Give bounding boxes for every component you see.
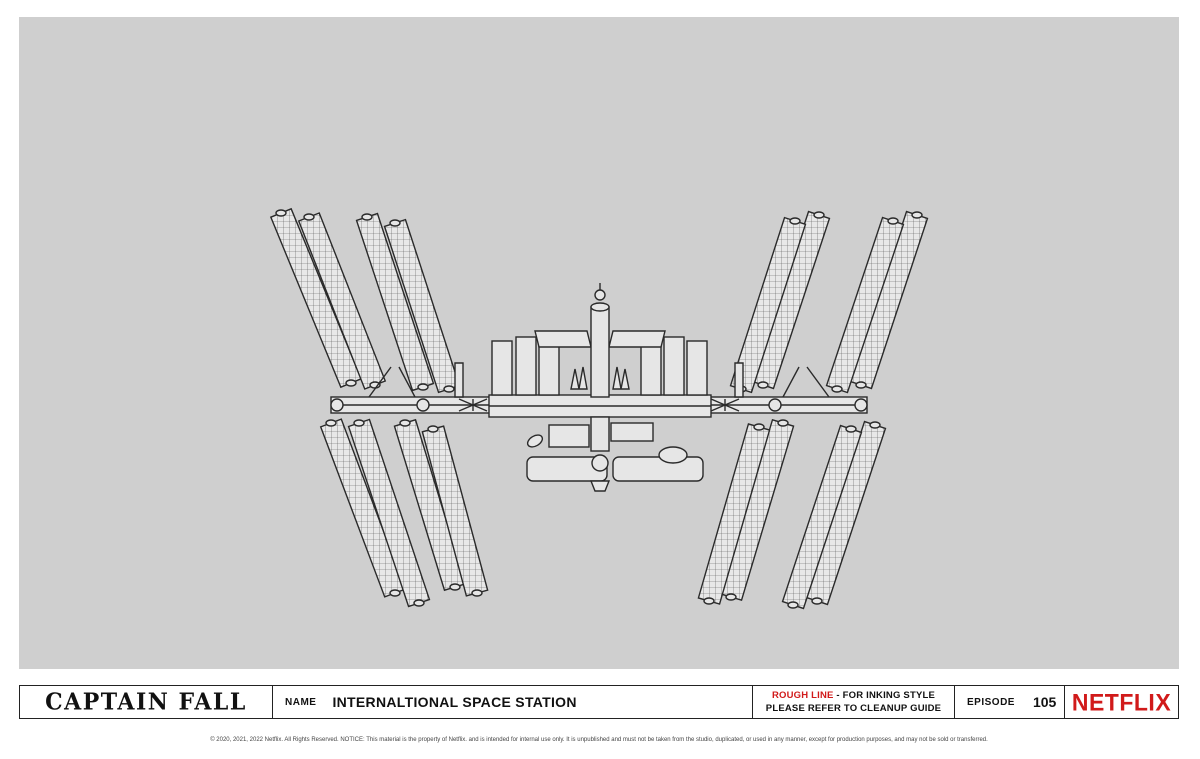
array-hubs: [330, 398, 868, 412]
panel-end-cap: [811, 597, 823, 605]
name-label: NAME: [285, 696, 317, 708]
panel-end-cap: [413, 599, 425, 607]
panel-end-cap: [449, 583, 461, 591]
panel-end-cap: [275, 209, 287, 217]
panel-end-cap: [471, 589, 483, 597]
panel-end-cap: [831, 385, 843, 393]
panel-end-cap: [361, 213, 373, 221]
vertical-module: [590, 306, 610, 398]
title-block: CAPTAIN FALL NAME INTERNALTIONAL SPACE S…: [19, 685, 1179, 719]
show-title-cell: CAPTAIN FALL: [20, 686, 273, 718]
panel-end-cap: [703, 597, 715, 605]
panel-end-cap: [389, 589, 401, 597]
dish-left: [526, 434, 544, 448]
note-rest-text: - FOR INKING STYLE: [833, 690, 936, 701]
lab-module-left: [526, 456, 608, 482]
brand-cell: NETFLIX: [1065, 686, 1178, 718]
panel-end-cap: [845, 425, 857, 433]
space-station-drawing: [269, 207, 929, 610]
right-fins: [612, 366, 630, 390]
panel-end-cap: [417, 383, 429, 391]
panel-end-cap: [777, 419, 789, 427]
central-radiators: [491, 336, 708, 396]
note-line-1: ROUGH LINE - FOR INKING STYLE: [772, 689, 935, 702]
panel-end-cap: [887, 217, 899, 225]
panel-end-cap: [757, 381, 769, 389]
episode-value: 105: [1032, 694, 1057, 710]
panel-end-cap: [753, 423, 765, 431]
truss-lattice: [458, 398, 740, 412]
hab-module: [658, 446, 688, 464]
panel-end-cap: [443, 385, 455, 393]
panel-end-cap: [789, 217, 801, 225]
panel-end-cap: [725, 593, 737, 601]
name-cell: NAME INTERNALTIONAL SPACE STATION: [273, 686, 753, 718]
panel-end-cap: [855, 381, 867, 389]
panel-end-cap: [787, 601, 799, 609]
antenna-dish: [594, 289, 606, 301]
panel-end-cap: [869, 421, 881, 429]
panel-end-cap: [911, 211, 923, 219]
copyright-notice: © 2020, 2021, 2022 Netflix. All Rights R…: [210, 737, 988, 743]
upper-left-wing: [534, 330, 592, 348]
panel-end-cap: [427, 425, 439, 433]
name-value: INTERNALTIONAL SPACE STATION: [332, 694, 577, 710]
panel-end-cap: [303, 213, 315, 221]
episode-cell: EPISODE 105: [955, 686, 1065, 718]
note-red-text: ROUGH LINE: [771, 690, 834, 701]
panel-end-cap: [389, 219, 401, 227]
episode-label: EPISODE: [967, 696, 1015, 708]
show-title: CAPTAIN FALL: [45, 688, 247, 716]
note-line-2: PLEASE REFER TO CLEANUP GUIDE: [765, 703, 942, 714]
panel-end-cap: [813, 211, 825, 219]
panel-end-cap: [399, 419, 411, 427]
panel-end-cap: [345, 379, 357, 387]
note-cell: ROUGH LINE - FOR INKING STYLE PLEASE REF…: [753, 686, 955, 718]
lab-module-right: [612, 456, 704, 482]
lower-node: [590, 416, 610, 452]
panel-end-cap: [353, 419, 365, 427]
upper-right-wing: [608, 330, 666, 348]
artwork-panel: [19, 17, 1179, 669]
panel-end-cap: [325, 419, 337, 427]
netflix-logo: NETFLIX: [1071, 687, 1172, 716]
left-fins: [570, 366, 588, 390]
